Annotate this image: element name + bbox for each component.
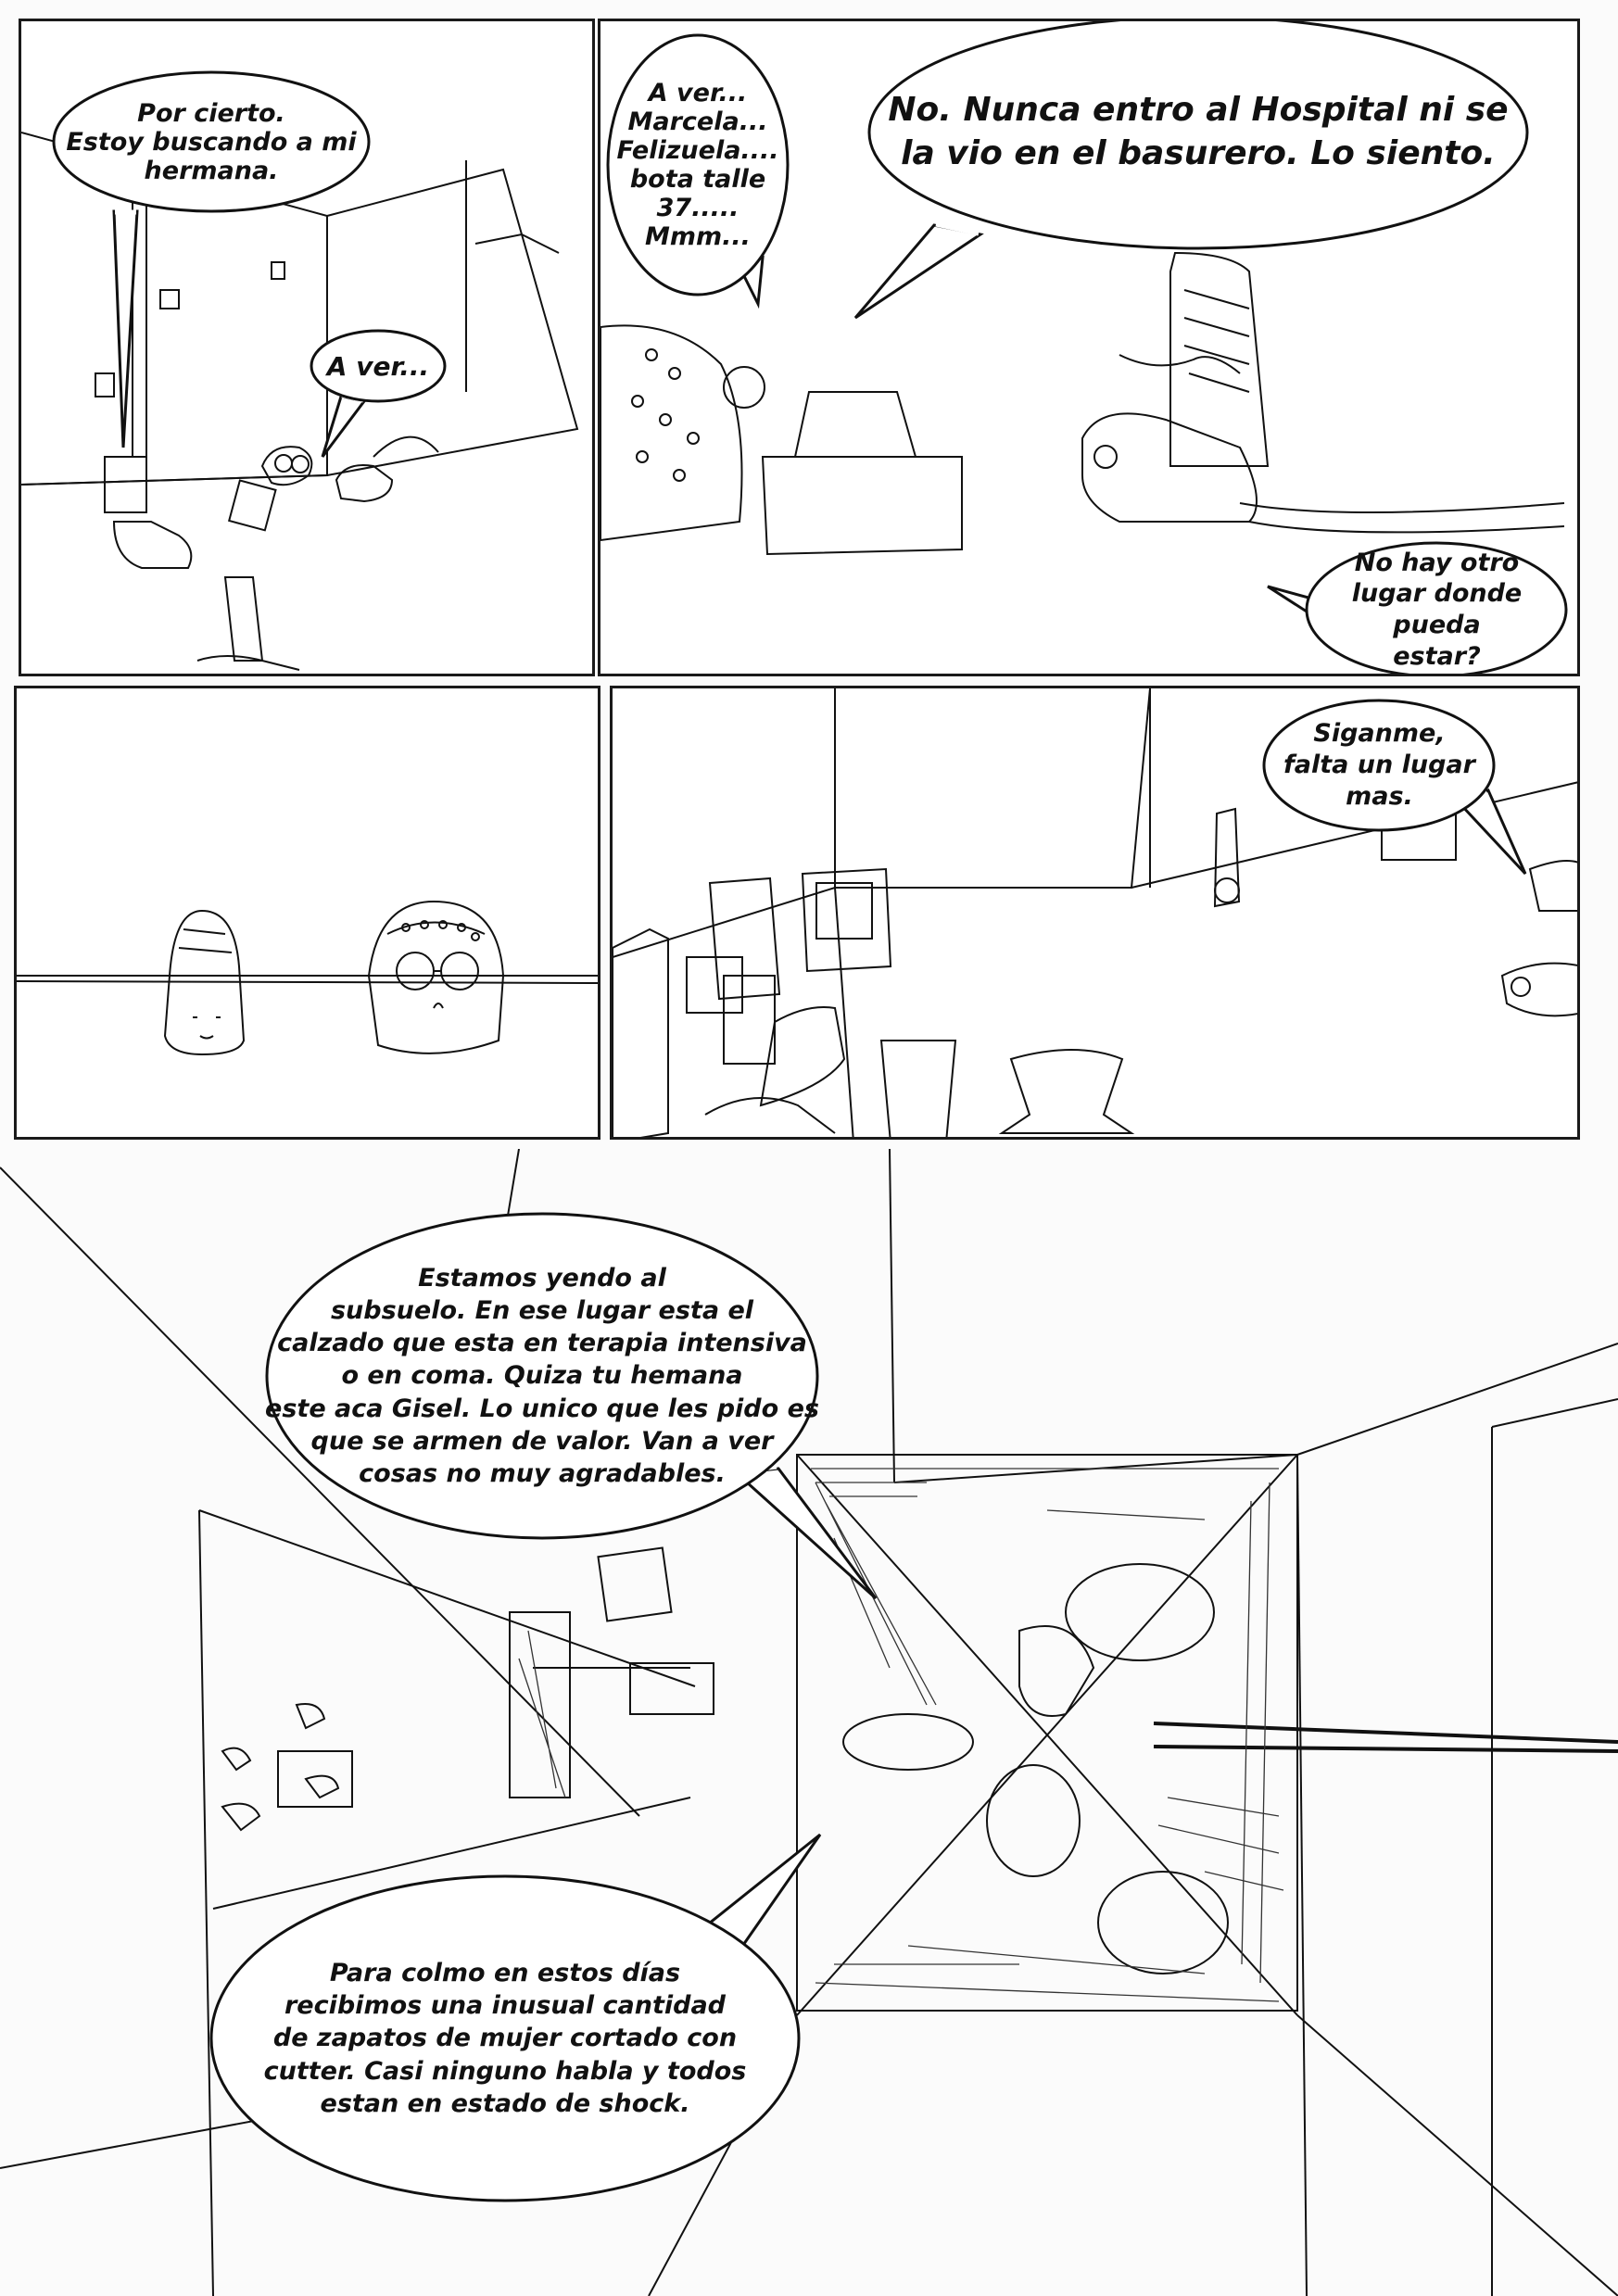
speech-bubble: No. Nunca entro al Hospital ni se la vio… — [865, 21, 1532, 253]
panel-1-art — [21, 132, 579, 671]
speech-text: Estamos yendo al subsuelo. En ese lugar … — [265, 1264, 819, 1488]
panel-3-art — [17, 900, 598, 1056]
panel-2: A ver... Marcela... Felizuela.... bota t… — [598, 19, 1580, 676]
panel-3 — [14, 686, 600, 1140]
speech-bubble: Por cierto. Estoy buscando a mi hermana. — [49, 68, 373, 216]
speech-text: No hay otro lugar donde pueda estar? — [1351, 548, 1523, 671]
speech-bubble: A ver... — [309, 327, 448, 406]
speech-bubble: A ver... Marcela... Felizuela.... bota t… — [605, 31, 790, 299]
speech-text: Por cierto. Estoy buscando a mi hermana. — [66, 98, 357, 185]
speech-bubble: No hay otro lugar donde pueda estar? — [1305, 540, 1569, 674]
speech-text: No. Nunca entro al Hospital ni se la vio… — [888, 91, 1509, 172]
panel-2-art — [600, 251, 1565, 556]
panel-5: Estamos yendo al subsuelo. En ese lugar … — [0, 1149, 1618, 2296]
panel-1: Por cierto. Estoy buscando a mi hermana.… — [19, 19, 595, 676]
speech-bubble: Estamos yendo al subsuelo. En ese lugar … — [264, 1209, 820, 1543]
speech-text: A ver... Marcela... Felizuela.... bota t… — [616, 78, 779, 252]
speech-text: Siganme, falta un lugar mas. — [1283, 719, 1475, 811]
speech-text: A ver... — [326, 351, 430, 382]
speech-bubble: Siganme, falta un lugar mas. — [1261, 696, 1498, 835]
panel-4: Siganme, falta un lugar mas. — [610, 686, 1580, 1140]
speech-bubble: Para colmo en estos días recibimos una i… — [209, 1872, 802, 2205]
speech-text: Para colmo en estos días recibimos una i… — [263, 1959, 747, 2118]
